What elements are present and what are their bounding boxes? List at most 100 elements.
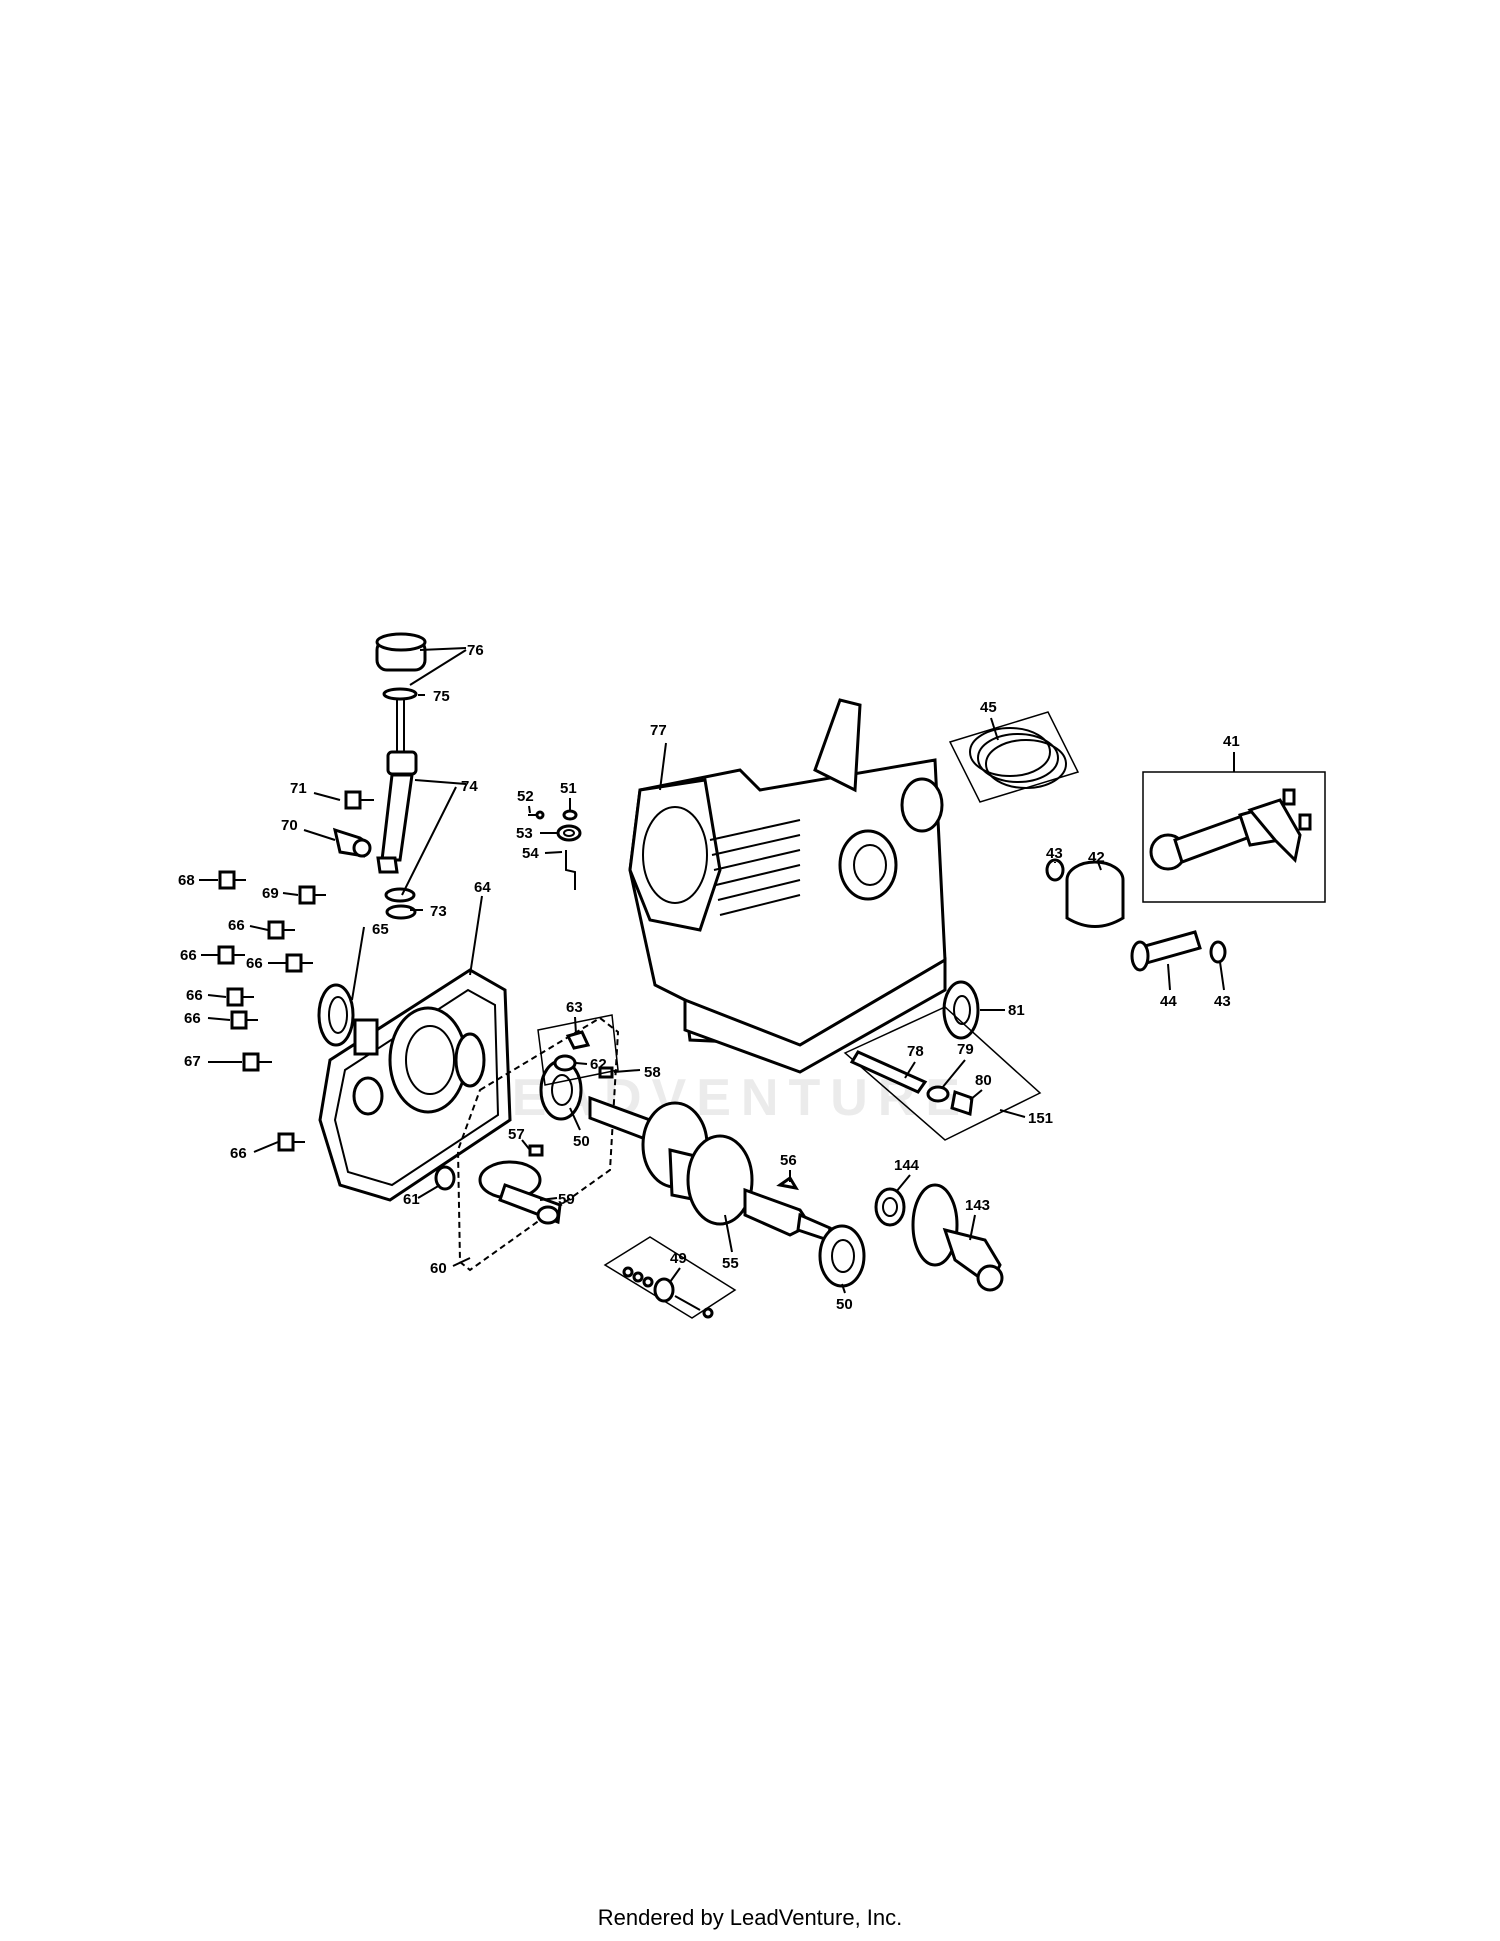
leader-79 bbox=[941, 1059, 966, 1089]
callout-66-a: 66 bbox=[228, 917, 245, 934]
leader-143 bbox=[969, 1214, 976, 1241]
gasket-60 bbox=[456, 1016, 620, 1272]
callout-61: 61 bbox=[403, 1191, 420, 1208]
breather-kit-box bbox=[537, 1014, 619, 1086]
breather-valve bbox=[565, 1030, 591, 1050]
conrod-bolt-2 bbox=[1298, 813, 1312, 831]
oil-seal-81-inner bbox=[953, 995, 971, 1025]
bolt-71 bbox=[344, 790, 374, 810]
callout-64: 64 bbox=[474, 879, 491, 896]
breather-gasket-62 bbox=[553, 1054, 577, 1072]
dipstick-o-ring bbox=[382, 687, 418, 701]
oil-seal-65-inner bbox=[328, 996, 348, 1034]
callout-54: 54 bbox=[522, 845, 539, 862]
callout-49: 49 bbox=[670, 1250, 687, 1267]
leader-74 bbox=[401, 779, 467, 896]
drain-plug-kit bbox=[843, 1006, 1042, 1141]
callout-63: 63 bbox=[566, 999, 583, 1016]
governor-weight bbox=[536, 1205, 560, 1225]
leader-43-b bbox=[1219, 961, 1225, 991]
dipstick-tube bbox=[380, 773, 414, 862]
callout-55: 55 bbox=[722, 1255, 739, 1272]
leader-62 bbox=[575, 1062, 588, 1065]
leader-78 bbox=[904, 1061, 916, 1079]
drain-rod-78 bbox=[849, 1050, 928, 1094]
callout-56: 56 bbox=[780, 1152, 797, 1169]
leader-54 bbox=[544, 851, 563, 854]
cooling-fins bbox=[709, 819, 801, 916]
kit-washer-1 bbox=[622, 1266, 634, 1278]
bolt-68 bbox=[218, 870, 246, 890]
callout-74: 74 bbox=[461, 778, 478, 795]
connecting-rod-assembly bbox=[1142, 771, 1326, 903]
pin-52-head bbox=[535, 810, 545, 820]
leader-55 bbox=[724, 1214, 733, 1253]
ring-set-box bbox=[948, 711, 1080, 803]
governor-assembly bbox=[478, 1160, 562, 1225]
leader-59 bbox=[539, 1197, 558, 1201]
dipstick-tube-seal bbox=[384, 887, 416, 903]
callout-69: 69 bbox=[262, 885, 279, 902]
bolt-66-f bbox=[277, 1132, 305, 1152]
leader-144 bbox=[895, 1174, 911, 1193]
leader-50-b bbox=[841, 1283, 846, 1294]
leader-70 bbox=[303, 829, 336, 841]
kit-shaft bbox=[674, 1295, 701, 1311]
leader-66-d bbox=[207, 994, 227, 998]
leader-65 bbox=[351, 926, 365, 1001]
leader-45 bbox=[990, 717, 999, 741]
bolt-67 bbox=[242, 1052, 272, 1072]
governor-shaft-kit bbox=[603, 1236, 737, 1319]
bolt-69 bbox=[298, 885, 326, 905]
drain-kit-box bbox=[843, 1006, 1042, 1141]
leader-49 bbox=[669, 1267, 681, 1283]
leader-80 bbox=[969, 1089, 983, 1101]
woodruff-key-56 bbox=[776, 1175, 800, 1191]
callout-76: 76 bbox=[467, 642, 484, 659]
leader-66-e bbox=[207, 1017, 231, 1021]
bolt-66-a bbox=[267, 920, 295, 940]
bearing-50-right bbox=[818, 1224, 866, 1288]
callout-66-e: 66 bbox=[184, 1010, 201, 1027]
callout-68: 68 bbox=[178, 872, 195, 889]
bolts-group bbox=[217, 790, 374, 1152]
crankshaft-web-rear bbox=[686, 1134, 754, 1226]
leader-60 bbox=[452, 1257, 471, 1267]
dipstick-cap-top bbox=[375, 632, 427, 652]
piston-ring-3 bbox=[985, 739, 1067, 789]
block-bearing-boss bbox=[838, 829, 898, 901]
callout-59: 59 bbox=[558, 1191, 575, 1208]
callout-71: 71 bbox=[290, 780, 307, 797]
camshaft-bearing-144-inner bbox=[882, 1197, 898, 1217]
conrod-bolt-1 bbox=[1282, 788, 1296, 806]
cam-end bbox=[976, 1264, 1004, 1292]
kit-gear bbox=[653, 1277, 675, 1303]
callout-53: 53 bbox=[516, 825, 533, 842]
leader-57 bbox=[521, 1139, 531, 1151]
crankcase-cover-lobe bbox=[454, 1032, 486, 1088]
cylinder-bore bbox=[642, 806, 708, 904]
cylinder-head-face bbox=[628, 778, 722, 932]
breather-kit bbox=[537, 1014, 619, 1086]
camshaft bbox=[911, 1183, 1004, 1292]
callout-73: 73 bbox=[430, 903, 447, 920]
leader-58 bbox=[613, 1069, 641, 1073]
dipstick-tube-collar bbox=[386, 750, 418, 776]
callout-60: 60 bbox=[430, 1260, 447, 1277]
callout-81: 81 bbox=[1008, 1002, 1025, 1019]
callout-43-a: 43 bbox=[1046, 845, 1063, 862]
bolt-66-e bbox=[230, 1010, 258, 1030]
callout-51: 51 bbox=[560, 780, 577, 797]
callout-143: 143 bbox=[965, 1197, 990, 1214]
callout-66-f: 66 bbox=[230, 1145, 247, 1162]
dipstick-assembly bbox=[375, 632, 427, 920]
callout-151: 151 bbox=[1028, 1110, 1053, 1127]
seal-53-inner bbox=[563, 829, 575, 837]
piston-skirt bbox=[1065, 880, 1125, 928]
drain-washer-79 bbox=[926, 1085, 950, 1103]
piston-pin-44-end bbox=[1130, 940, 1150, 972]
leader-61 bbox=[417, 1184, 441, 1199]
piston bbox=[1065, 860, 1125, 928]
callout-42: 42 bbox=[1088, 849, 1105, 866]
leader-63 bbox=[574, 1016, 577, 1035]
